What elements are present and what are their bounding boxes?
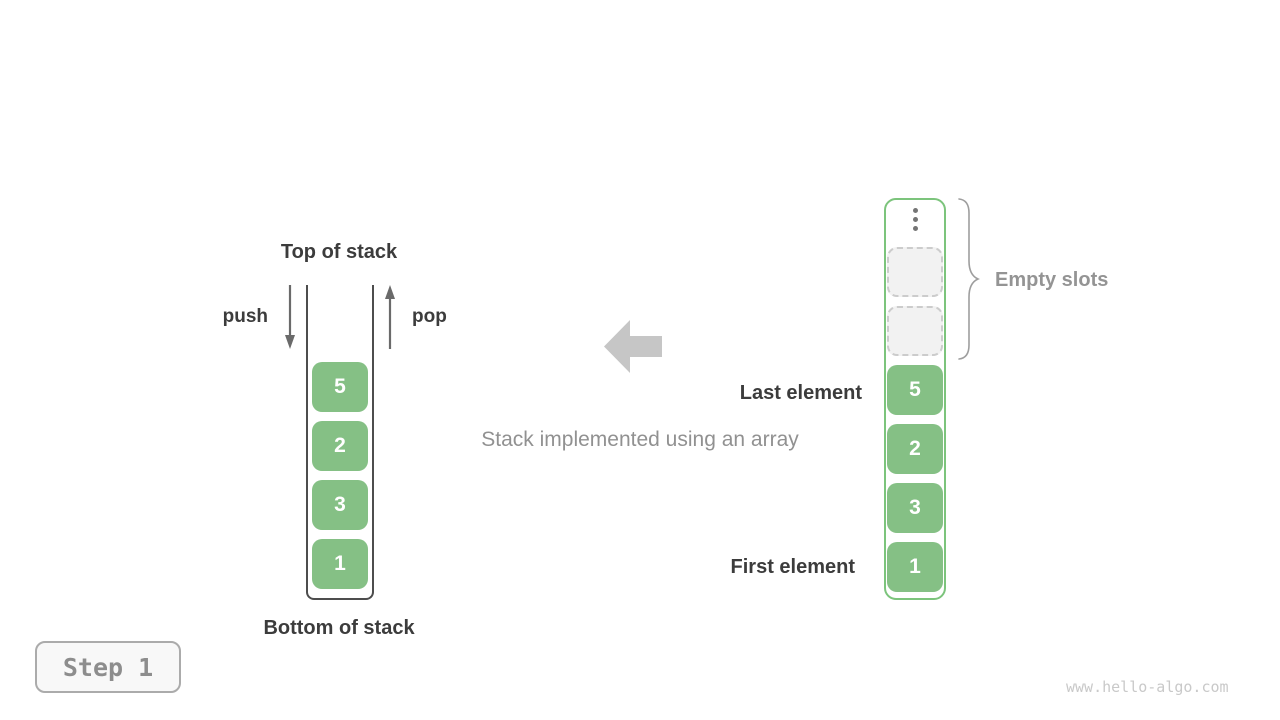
empty-slots-label: Empty slots	[995, 269, 1109, 291]
step-badge: Step 1	[35, 641, 181, 693]
ellipsis-icon	[912, 208, 918, 234]
empty-slots-brace	[958, 198, 980, 360]
empty-slot-list	[887, 247, 943, 356]
array-container: 5 2 3 1	[884, 198, 946, 600]
empty-slot	[887, 306, 943, 356]
push-down-arrow-icon	[285, 285, 295, 349]
stack-cell: 3	[312, 480, 368, 530]
empty-slot	[887, 247, 943, 297]
stack-cell: 2	[312, 421, 368, 471]
ellipsis-dot	[912, 226, 918, 231]
push-label: push	[222, 306, 268, 327]
array-cell: 1	[887, 542, 943, 592]
top-of-stack-label: Top of stack	[280, 241, 398, 263]
figure-caption: Stack implemented using an array	[481, 428, 799, 451]
ellipsis-dot	[912, 217, 918, 222]
array-cell-list: 5 2 3 1	[887, 365, 943, 592]
ellipsis-dot	[912, 208, 918, 213]
pop-up-arrow-icon	[385, 285, 395, 349]
stack-cell: 1	[312, 539, 368, 589]
first-element-label: First element	[730, 556, 855, 578]
array-cell: 3	[887, 483, 943, 533]
stack-cell: 5	[312, 362, 368, 412]
stack-container: 5 2 3 1	[306, 285, 374, 600]
array-cell: 2	[887, 424, 943, 474]
pop-label: pop	[412, 306, 447, 327]
left-block-arrow-icon	[604, 320, 662, 373]
array-cell: 5	[887, 365, 943, 415]
bottom-of-stack-label: Bottom of stack	[263, 617, 415, 639]
watermark-text: www.hello-algo.com	[1066, 678, 1229, 696]
last-element-label: Last element	[739, 382, 862, 404]
